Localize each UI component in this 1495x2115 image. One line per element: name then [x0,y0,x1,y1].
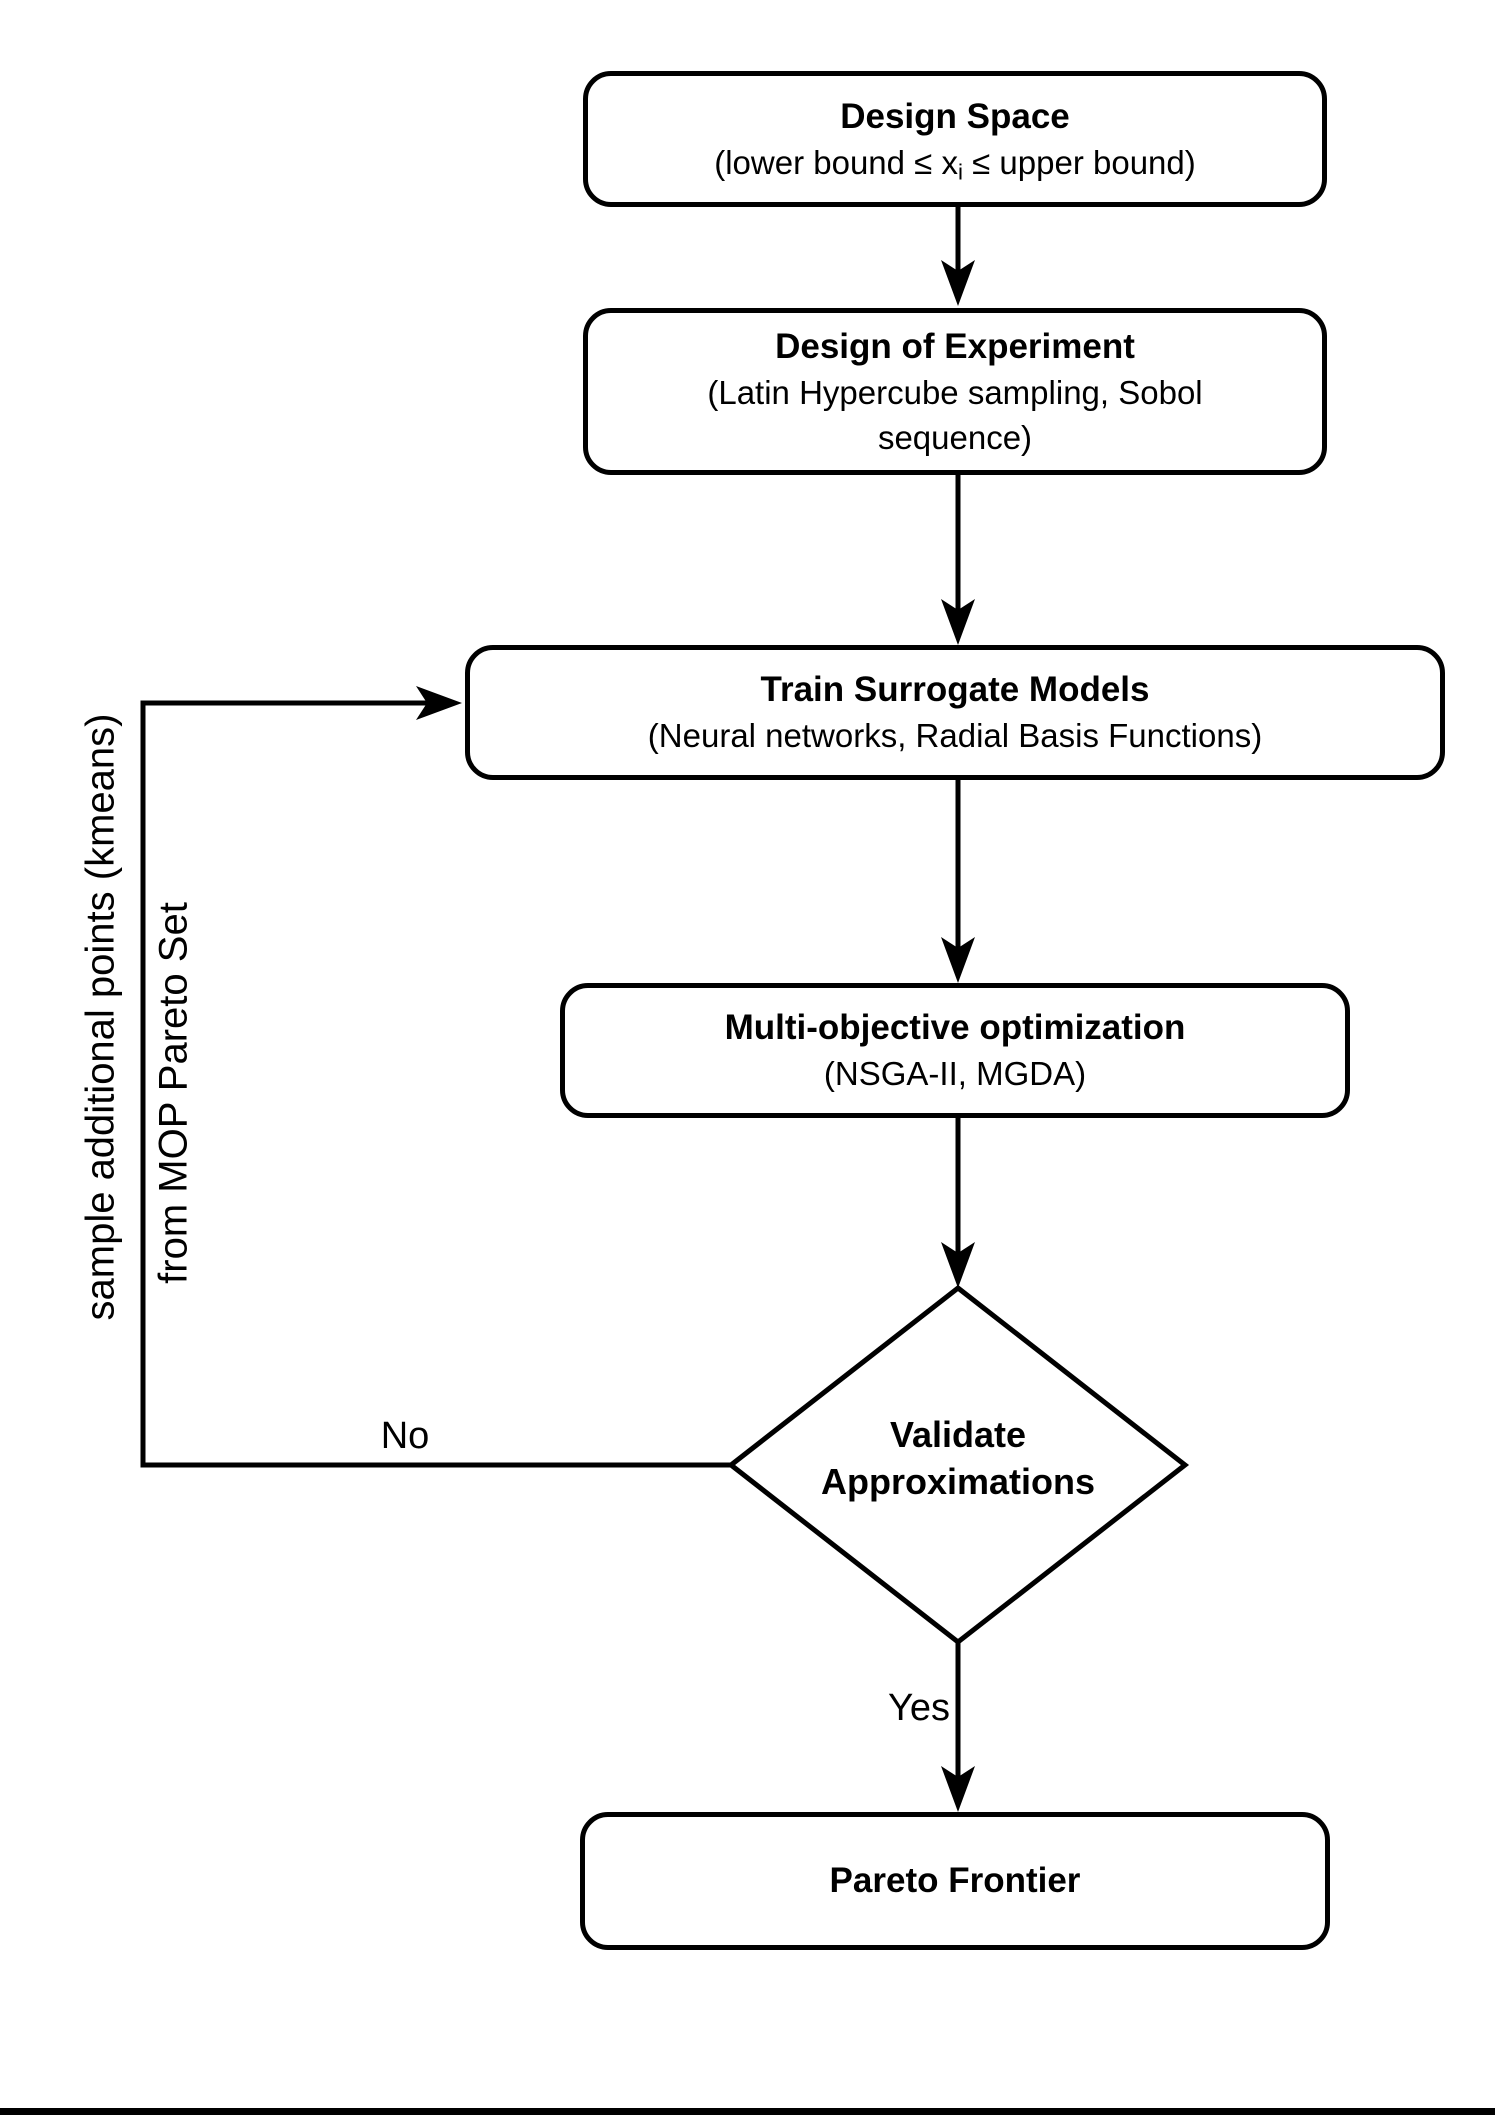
node-train-title: Train Surrogate Models [760,670,1150,709]
loop-annotation-from-mop: from MOP Pareto Set [151,902,196,1284]
node-design-space: Design Space (lower bound ≤ xi ≤ upper b… [583,71,1327,207]
loop-annotation-sample-points: sample additional points (kmeans) [78,713,123,1321]
subtitle-prefix: (lower bound ≤ x [714,143,958,181]
node-design-of-experiment: Design of Experiment (Latin Hypercube sa… [583,308,1327,475]
loop-no-path [140,700,731,1468]
validate-line2: Approximations [820,1461,1096,1502]
node-pareto-title: Pareto Frontier [829,1861,1081,1900]
node-design-space-title: Design Space [840,96,1070,136]
node-doe-subtitle-line1: (Latin Hypercube sampling, Sobol [707,373,1203,411]
node-pareto-frontier: Pareto Frontier [580,1812,1330,1950]
node-train-subtitle: (Neural networks, Radial Basis Functions… [647,717,1263,754]
node-doe-subtitle-line2: sequence) [877,418,1033,456]
node-design-space-subtitle: (lower bound ≤ xi ≤ upper bound) [714,140,1196,185]
bottom-rule [0,2108,1495,2115]
node-validate-approximations-label: Validate Approximations [758,1411,1158,1505]
node-multi-objective-optimization: Multi-objective optimization (NSGA-II, M… [560,983,1350,1118]
edge-label-no: No [380,1415,430,1457]
node-train-surrogate-models: Train Surrogate Models (Neural networks,… [465,645,1445,780]
arrowhead-loop-to-train [416,686,462,720]
validate-line1: Validate [889,1414,1027,1455]
edge-label-yes: Yes [888,1687,950,1729]
node-moo-subtitle: (NSGA-II, MGDA) [823,1055,1087,1092]
node-doe-title: Design of Experiment [775,326,1135,366]
subtitle-subscript: i [957,159,963,185]
arrowhead-train-to-moo [941,937,975,983]
arrowhead-moo-to-validate [941,1242,975,1288]
arrowhead-design-space-to-doe [941,260,975,306]
arrowhead-doe-to-train [941,599,975,645]
node-moo-title: Multi-objective optimization [724,1008,1186,1047]
arrowhead-validate-to-pareto [941,1766,975,1812]
subtitle-suffix: ≤ upper bound) [962,143,1196,181]
